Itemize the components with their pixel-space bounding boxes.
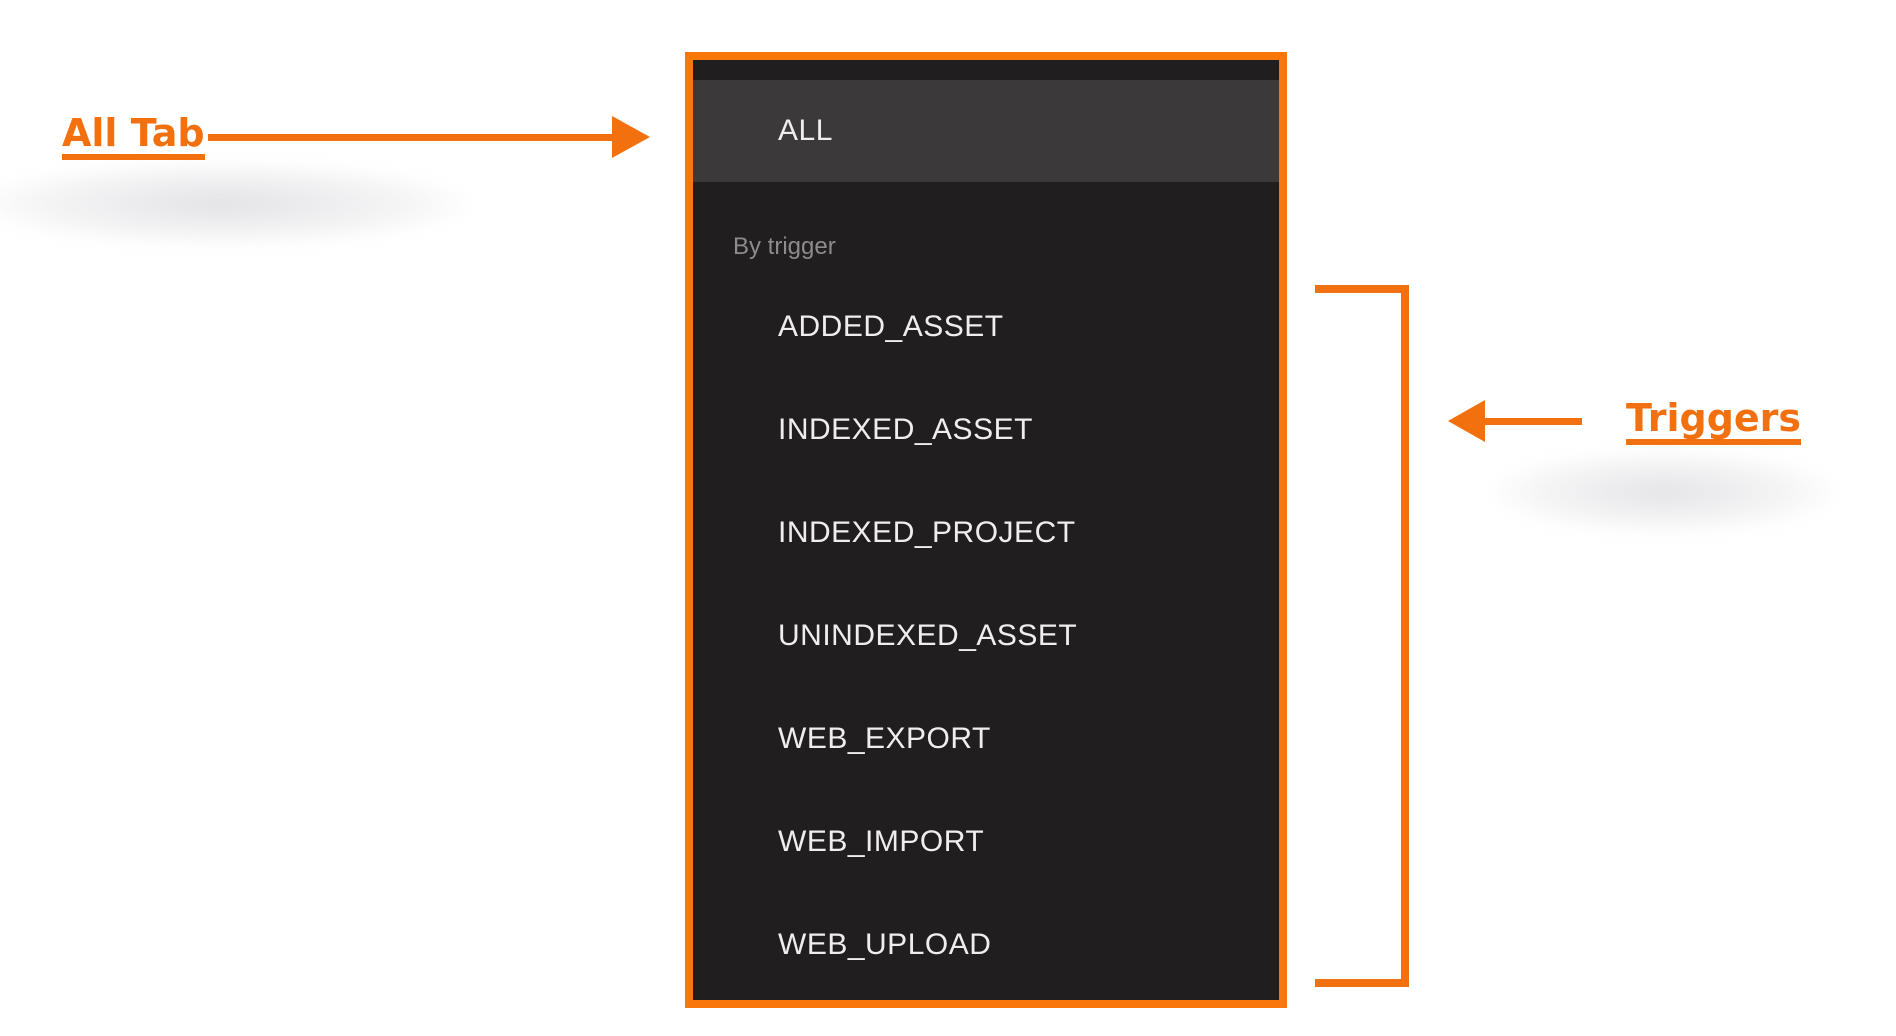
menu-item-unindexed-asset[interactable]: UNINDEXED_ASSET [778, 618, 1078, 652]
triggers-arrow-head-icon [1448, 400, 1485, 442]
triggers-annotation-text: Triggers [1626, 399, 1802, 445]
all-tab-arrow-line [208, 134, 614, 141]
menu-item-all[interactable]: ALL [693, 80, 1279, 182]
menu-item-indexed-project[interactable]: INDEXED_PROJECT [778, 515, 1076, 549]
menu-item-web-export[interactable]: WEB_EXPORT [778, 721, 991, 755]
all-tab-annotation-text: All Tab [62, 114, 205, 160]
menu-item-all-label: ALL [778, 114, 833, 147]
all-tab-annotation-label: All Tab [62, 114, 205, 160]
menu-item-indexed-asset[interactable]: INDEXED_ASSET [778, 412, 1033, 446]
menu-item-added-asset[interactable]: ADDED_ASSET [778, 309, 1004, 343]
triggers-arrow-line [1483, 418, 1582, 425]
all-tab-arrow-head-icon [612, 116, 650, 158]
by-trigger-group-label: By trigger [733, 233, 836, 260]
dropdown-menu: ALL By trigger ADDED_ASSET INDEXED_ASSET I… [693, 60, 1279, 1000]
background-smudge-right [1424, 446, 1896, 561]
triggers-bracket [1315, 285, 1409, 987]
menu-item-web-upload[interactable]: WEB_UPLOAD [778, 927, 992, 961]
menu-item-web-import[interactable]: WEB_IMPORT [778, 824, 985, 858]
trigger-filter-dropdown-panel: ALL By trigger ADDED_ASSET INDEXED_ASSET I… [685, 52, 1287, 1008]
triggers-annotation-label: Triggers [1626, 399, 1802, 445]
background-smudge-left [0, 152, 630, 267]
